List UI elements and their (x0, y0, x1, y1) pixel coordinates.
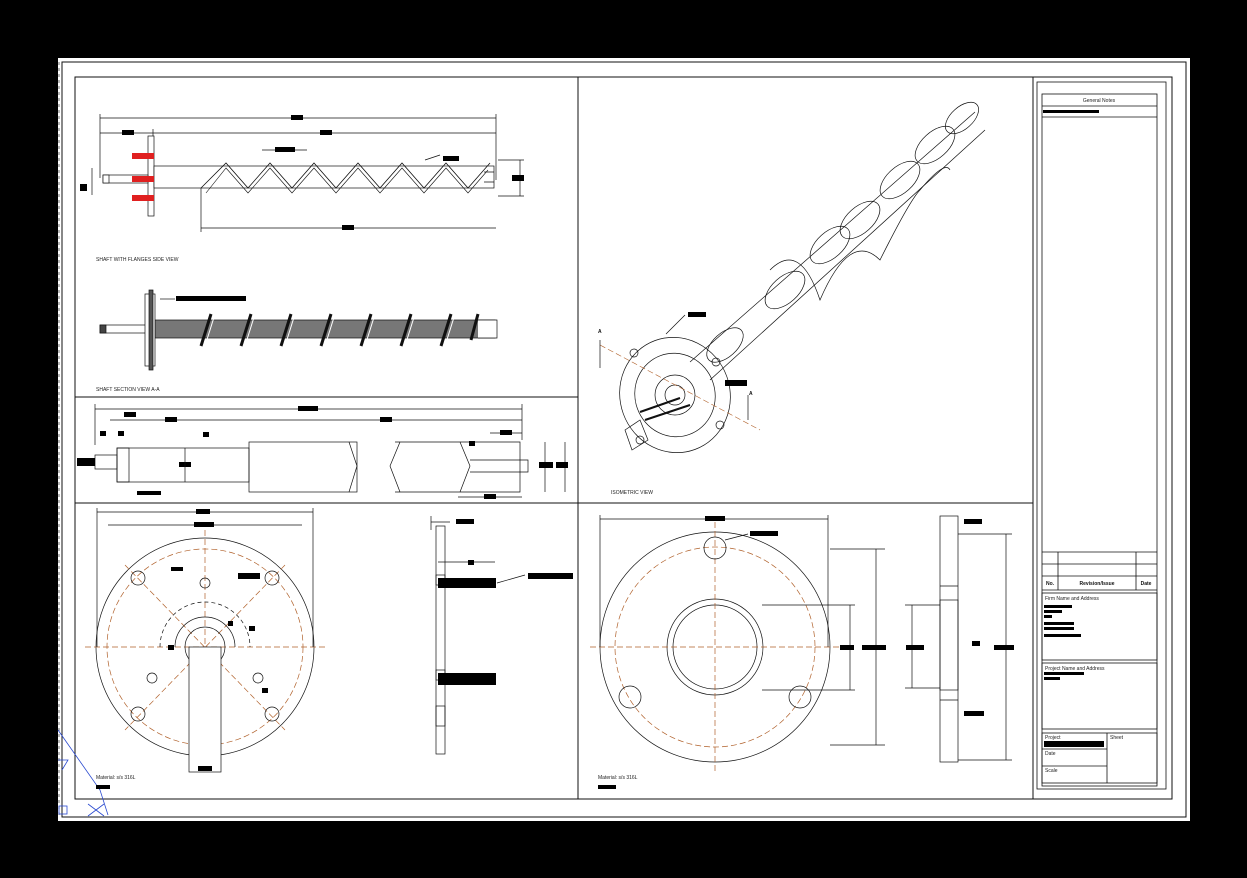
flange-plan-left (85, 508, 325, 773)
shaft-detail (77, 404, 568, 499)
col-revision: Revision/Issue (1079, 581, 1114, 587)
inner-border (74, 76, 1173, 800)
shaft-section-view (99, 289, 498, 371)
flange-plan-right (590, 515, 886, 772)
scale-label: Scale (1045, 768, 1058, 774)
material-right: Material: s/s 316L (598, 775, 638, 781)
section-marker-right: A (749, 391, 753, 397)
isometric-title: ISOMETRIC VIEW (611, 490, 653, 496)
section-view-title: SHAFT SECTION VIEW A-A (96, 387, 160, 393)
material-left: Material: s/s 316L (96, 775, 136, 781)
redacted-note-right (598, 785, 616, 789)
ucs-icon (57, 729, 109, 817)
isometric-view (599, 101, 986, 454)
side-view-title: SHAFT WITH FLANGES SIDE VIEW (96, 257, 179, 263)
col-date: Date (1141, 581, 1152, 587)
outer-border (61, 61, 1187, 818)
redacted-note-left (96, 785, 110, 789)
date-label: Date (1045, 751, 1056, 757)
flange-side-left (430, 516, 573, 755)
firm-label: Firm Name and Address (1045, 596, 1099, 602)
project-name-label: Project Name and Address (1045, 666, 1105, 672)
bolt-highlights (132, 153, 154, 201)
section-marker-left: A (598, 329, 602, 335)
sheet-label: Sheet (1110, 735, 1124, 741)
panel-dividers (75, 77, 1034, 799)
flange-side-right (905, 515, 1014, 763)
project-label: Project (1045, 735, 1061, 741)
col-no: No. (1046, 581, 1055, 587)
title-block (1036, 81, 1167, 790)
shaft-side-view (80, 114, 524, 232)
general-notes-title: General Notes (1083, 98, 1116, 104)
